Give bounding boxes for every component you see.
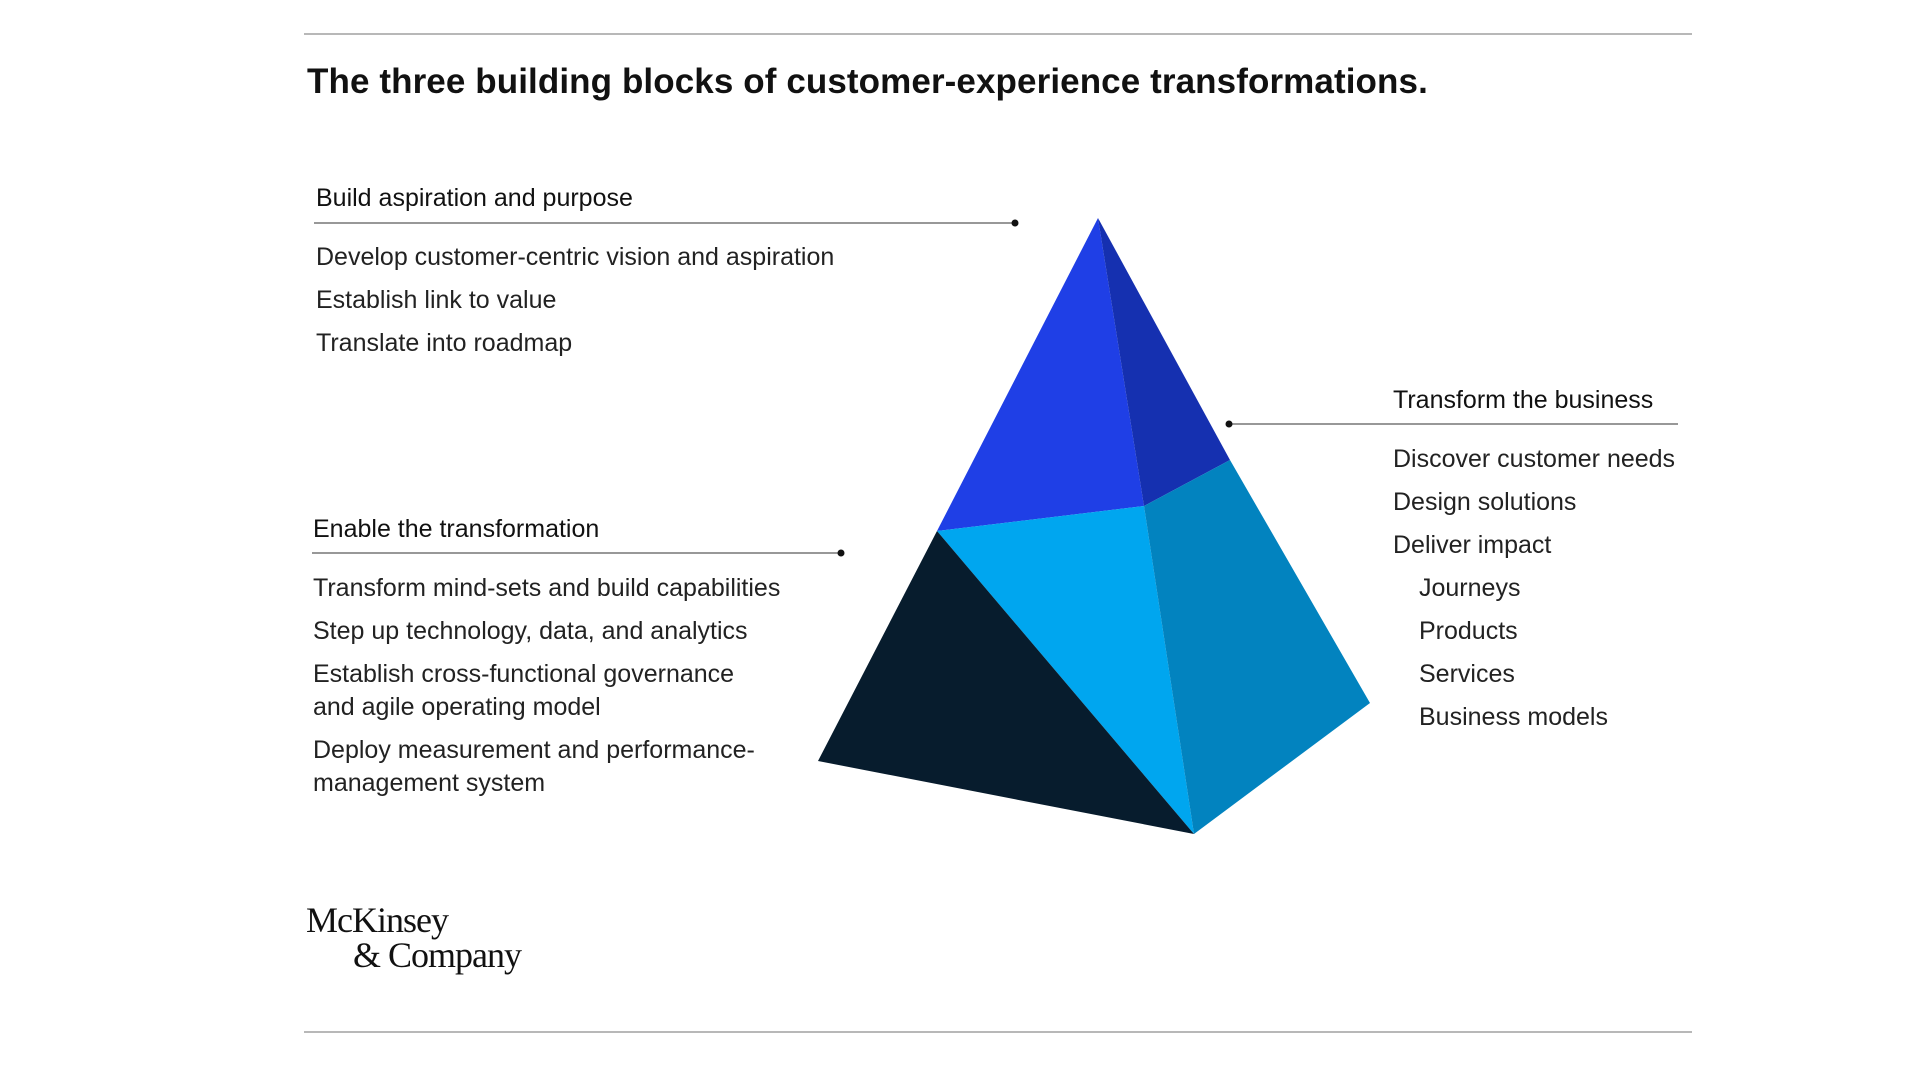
block-transform-business: Transform the business Discover customer…: [1393, 384, 1675, 744]
list-item: Design solutions: [1393, 488, 1577, 516]
list-item: Establish link to value: [316, 286, 557, 314]
block-list: Discover customer needs Design solutions…: [1393, 443, 1675, 734]
list-item: Step up technology, data, and analytics: [313, 615, 833, 648]
top-rule: [304, 33, 1692, 35]
list-item: Develop customer-centric vision and aspi…: [316, 243, 835, 271]
pyramid-face-mid-left: [937, 506, 1194, 834]
sub-list-item: Business models: [1419, 703, 1608, 731]
list-item-line: Establish cross-functional governance: [313, 660, 735, 688]
logo-line-1: McKinsey: [306, 900, 449, 940]
list-item-line: management system: [313, 769, 546, 797]
bottom-rule: [304, 1031, 1692, 1033]
list-item: Discover customer needs: [1393, 445, 1676, 473]
list-item: Establish cross-functional governance an…: [313, 658, 833, 724]
sub-list-item: Products: [1419, 617, 1518, 645]
pyramid-face-mid-right: [1144, 460, 1370, 834]
sub-list-item: Services: [1419, 660, 1515, 688]
block-list: Develop customer-centric vision and aspi…: [316, 241, 834, 360]
list-item-line: Transform mind-sets and build capabiliti…: [313, 574, 781, 602]
block-heading: Enable the transformation: [313, 515, 600, 543]
pyramid-face-top-right: [1098, 218, 1230, 506]
block-build-aspiration: Build aspiration and purpose Develop cus…: [316, 182, 834, 370]
block-enable-transformation: Enable the transformation Transform mind…: [313, 513, 833, 810]
sub-list-item: Journeys: [1419, 574, 1521, 602]
block-heading: Transform the business: [1393, 386, 1654, 414]
list-item: Deliver impact: [1393, 531, 1552, 559]
block-heading: Build aspiration and purpose: [316, 184, 633, 212]
list-item: Transform mind-sets and build capabiliti…: [313, 572, 833, 605]
list-item: Deploy measurement and performance- mana…: [313, 734, 833, 800]
pyramid-face-bottom-left: [818, 531, 1194, 834]
pyramid-face-top-left: [937, 218, 1144, 531]
mckinsey-logo: McKinsey & Company: [306, 900, 522, 975]
diagram-title: The three building blocks of customer-ex…: [307, 62, 1428, 101]
list-item: Translate into roadmap: [316, 329, 573, 357]
logo-line-2: & Company: [353, 935, 522, 975]
block-list: Transform mind-sets and build capabiliti…: [313, 572, 833, 800]
list-item-line: Step up technology, data, and analytics: [313, 617, 748, 645]
list-item-line: and agile operating model: [313, 693, 601, 721]
list-item-line: Deploy measurement and performance-: [313, 736, 755, 764]
